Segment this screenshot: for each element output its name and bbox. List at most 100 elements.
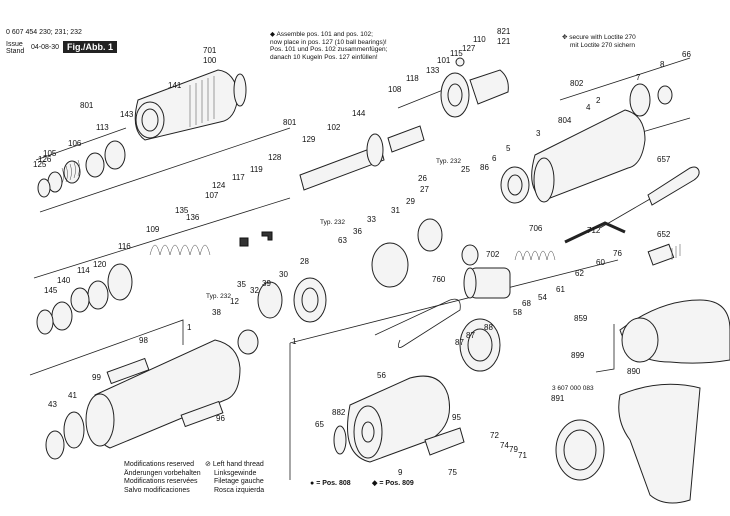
left-hand-thread-icon: ⊘ (205, 461, 211, 468)
callout-114: 114 (77, 266, 90, 275)
square-part-2 (261, 231, 273, 241)
wire-clip (374, 298, 461, 348)
callout-87: 87 (455, 338, 464, 347)
callout-133: 133 (426, 66, 440, 75)
type-word-lower: Typ (206, 293, 217, 300)
callout-107: 107 (205, 191, 219, 200)
springs (36, 244, 556, 335)
callout-38: 38 (212, 308, 221, 317)
callout-79: 79 (509, 445, 518, 454)
mod-line-1: Modifications reserved (124, 461, 195, 468)
callout-26: 26 (418, 174, 427, 183)
clutch-assembly (237, 218, 479, 355)
callout-135: 135 (175, 206, 189, 215)
loctite-note: ✥ secure with Loctite 270 mit Loctite 27… (562, 34, 636, 49)
callout-891: 891 (551, 394, 565, 403)
modifications-note: Modifications reserved Änderungen vorbeh… (124, 461, 201, 495)
type-label-middle: Typ. 232 (320, 219, 345, 227)
callout-125: 125 (33, 160, 47, 169)
callout-119: 119 (250, 165, 263, 174)
callout-101: 101 (437, 56, 451, 65)
callout-652: 652 (657, 230, 671, 239)
callout-702: 702 (486, 250, 500, 259)
callout-117: 117 (232, 173, 245, 182)
callout-141: 141 (168, 81, 182, 90)
cross-icon: ✥ (562, 34, 568, 41)
callout-2: 2 (596, 96, 601, 105)
callout-8: 8 (660, 60, 665, 69)
callout-116: 116 (118, 242, 131, 251)
type-value-lower: . 232 (216, 293, 231, 300)
callout-88: 88 (484, 323, 493, 332)
callout-63: 63 (338, 236, 347, 245)
callout-86: 86 (480, 163, 489, 172)
assemble-line-3: Pos. 101 und Pos. 102 zusammenfügen; (270, 46, 388, 53)
callout-821: 821 (497, 27, 511, 36)
callout-30: 30 (279, 270, 288, 279)
callout-43: 43 (48, 400, 57, 409)
callout-95: 95 (452, 413, 461, 422)
assemble-line-1: Assemble pos. 101 and pos. 102; (276, 31, 373, 38)
mod-line-3: Modifications reservées (124, 478, 198, 485)
callout-62: 62 (575, 269, 584, 278)
callout-1: 1 (292, 337, 297, 346)
callout-32: 32 (250, 286, 259, 295)
left-small-parts (37, 140, 126, 198)
callout-120: 120 (93, 260, 107, 269)
callout-108: 108 (388, 85, 402, 94)
pos-808-text: = Pos. 808 (316, 480, 351, 487)
square-part-1 (239, 237, 249, 247)
callout-66: 66 (682, 50, 691, 59)
type-label-lower: Typ. 232 (206, 293, 231, 301)
callout-712: 712 (587, 226, 601, 235)
callout-143: 143 (120, 110, 134, 119)
callout-144: 144 (352, 109, 366, 118)
pos-808-legend: ● = Pos. 808 (310, 480, 351, 487)
hex-key (564, 221, 626, 244)
callout-136: 136 (186, 213, 200, 222)
pos-809-legend: ◆ = Pos. 809 (372, 480, 414, 487)
document-number: 0 607 454 230; 231; 232 (6, 29, 82, 36)
type-value-upper: . 232 (446, 158, 461, 165)
figure-label: Fig./Abb. 1 (63, 41, 117, 53)
assemble-line-2: now place in pos. 127 (10 ball bearings)… (270, 38, 387, 46)
callout-118: 118 (406, 74, 419, 83)
callout-74: 74 (500, 441, 509, 450)
callout-882: 882 (332, 408, 346, 417)
mod-line-4: Salvo modificaciones (124, 486, 190, 494)
callout-804: 804 (558, 116, 572, 125)
mod-line-2: Änderungen vorbehalten (124, 469, 201, 477)
loctite-line-1: secure with Loctite 270 (569, 34, 636, 41)
callout-numbers: 7011001418011061131431251261051291021441… (33, 27, 691, 477)
issue-label: Issue (6, 41, 23, 48)
callout-657: 657 (657, 155, 671, 164)
handle-assembly (333, 318, 501, 463)
callout-801: 801 (80, 101, 94, 110)
type-value-middle: . 232 (330, 219, 345, 226)
callout-28: 28 (300, 257, 309, 266)
callout-121: 121 (497, 37, 511, 46)
callout-87: 87 (466, 331, 475, 340)
callout-99: 99 (92, 373, 101, 382)
callout-96: 96 (216, 414, 225, 423)
callout-140: 140 (57, 276, 71, 285)
callout-58: 58 (513, 308, 522, 317)
callout-31: 31 (391, 206, 400, 215)
screwdriver-tool (599, 166, 700, 229)
callout-27: 27 (420, 185, 429, 194)
callout-124: 124 (212, 181, 226, 190)
callout-100: 100 (203, 56, 217, 65)
callout-760: 760 (432, 275, 446, 284)
pistol-grip (555, 299, 730, 504)
callout-29: 29 (406, 197, 415, 206)
pos-809-text: = Pos. 809 (379, 480, 414, 487)
callout-25: 25 (461, 165, 470, 174)
callout-6: 6 (492, 154, 497, 163)
callout-7: 7 (636, 73, 641, 82)
head-assembly (134, 69, 247, 141)
callout-71: 71 (518, 451, 527, 460)
callout-60: 60 (596, 258, 605, 267)
assemble-note: ◆ Assemble pos. 101 and pos. 102; now pl… (270, 31, 387, 61)
callout-35: 35 (237, 280, 246, 289)
left-hand-note: ⊘ Left hand thread Linksgewinde Filetage… (205, 461, 264, 495)
